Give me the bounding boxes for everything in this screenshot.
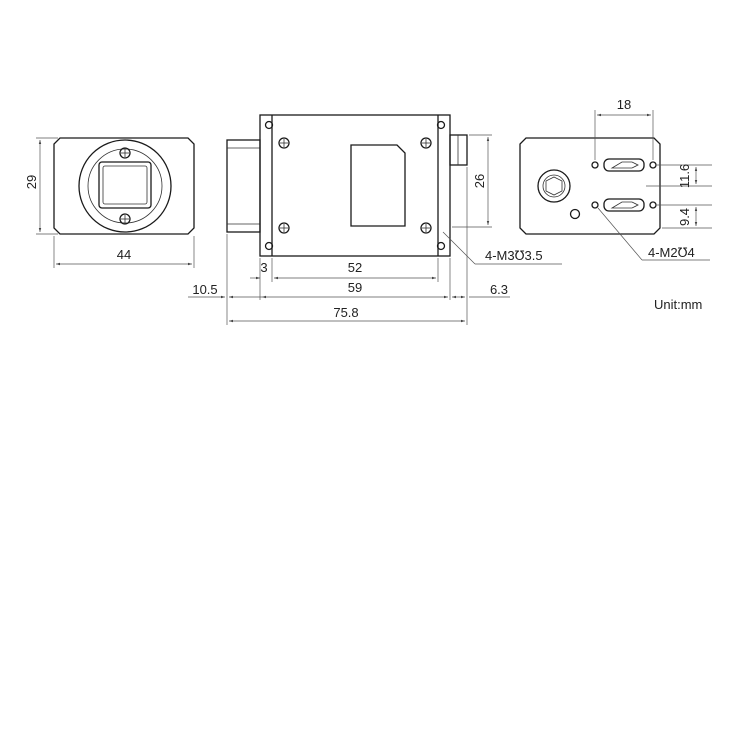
connector-label: 6.3 xyxy=(490,282,508,297)
rear-status-led xyxy=(569,208,581,220)
lens-mount-outer-ring xyxy=(78,139,172,233)
rear-hole-lower-right xyxy=(649,201,657,209)
side-screw-bottom-right xyxy=(420,222,432,234)
rear-power-connector xyxy=(537,169,571,203)
front-mount-screw-top xyxy=(119,147,131,159)
lower-offset-label: 9.4 xyxy=(677,208,692,226)
sensor-window-inner xyxy=(102,165,148,205)
m3-callout-leader xyxy=(442,231,476,265)
rear-housing-outline xyxy=(519,137,661,235)
m3-screw-callout: 4-M3℧3.5 xyxy=(485,248,543,263)
unit-label: Unit:mm xyxy=(654,297,702,312)
front-width-label: 44 xyxy=(117,247,131,262)
camera-housing xyxy=(259,114,451,257)
overall-length-label: 75.8 xyxy=(333,305,358,320)
rear-hole-upper-right xyxy=(649,161,657,169)
rear-hole-lower-left xyxy=(591,201,599,209)
side-screw-top-right xyxy=(420,137,432,149)
side-hole-bottom-left xyxy=(264,241,274,251)
rear-connector xyxy=(449,134,468,166)
m2-screw-callout: 4-M2℧4 xyxy=(648,245,695,260)
front-height-label: 29 xyxy=(24,175,39,189)
connector-height-label: 26 xyxy=(472,174,487,188)
rear-view: 18 11.6 9.4 4-M2℧4 Unit:mm xyxy=(519,97,712,312)
front-housing-outline xyxy=(53,137,195,235)
rear-port-upper xyxy=(603,158,645,172)
hole-spacing-label: 18 xyxy=(617,97,631,112)
flange-label: 3 xyxy=(260,260,267,275)
side-view: 26 4-M3℧3.5 3 52 10.5 59 6.3 75.8 xyxy=(188,114,562,325)
label-plate xyxy=(350,144,406,227)
m2-callout-leader xyxy=(597,207,643,261)
body-length-label: 52 xyxy=(348,260,362,275)
sensor-window xyxy=(98,161,152,209)
side-hole-top-right xyxy=(436,120,446,130)
upper-offset-label: 11.6 xyxy=(677,164,692,188)
rear-hole-upper-left xyxy=(591,161,599,169)
front-view: 44 29 xyxy=(24,137,195,268)
lens-mount-side xyxy=(226,139,261,233)
side-screw-bottom-left xyxy=(278,222,290,234)
front-mount-screw-bottom xyxy=(119,213,131,225)
side-screw-top-left xyxy=(278,137,290,149)
lens-mount-label: 10.5 xyxy=(192,282,217,297)
housing-length-label: 59 xyxy=(348,280,362,295)
rear-port-lower xyxy=(603,198,645,212)
side-hole-bottom-right xyxy=(436,241,446,251)
side-hole-top-left xyxy=(264,120,274,130)
